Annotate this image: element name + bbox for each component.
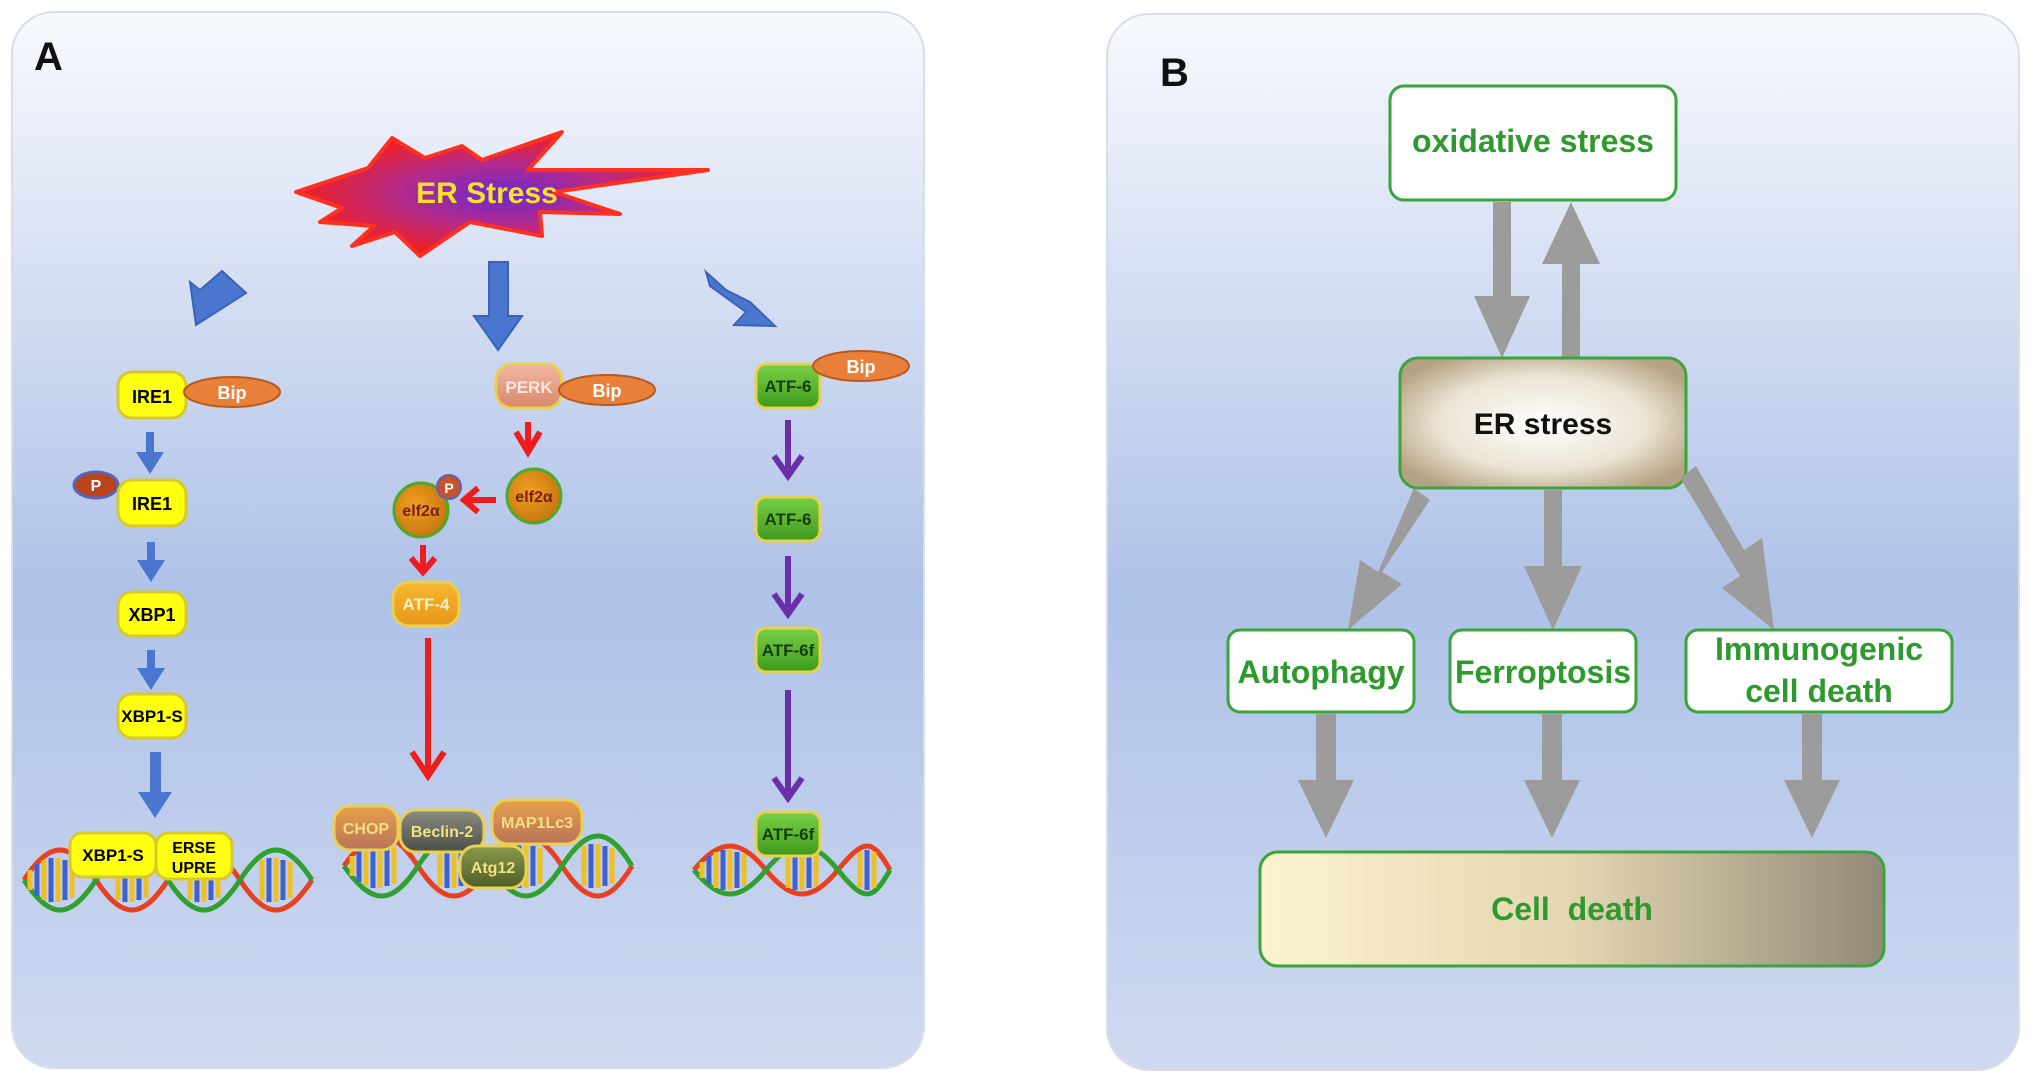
atf6f-box xyxy=(754,626,822,674)
ire1-p-label: IRE1 xyxy=(132,494,172,514)
perk-arrow-2 xyxy=(459,485,480,515)
arrow-er-to-autophagy xyxy=(1348,488,1430,630)
atf4-box xyxy=(391,580,461,628)
arrow-ferroptosis-to-death xyxy=(1524,714,1580,838)
perk-branch: PERK Bip elf2α elf2α P ATF-4 xyxy=(391,362,656,782)
arrow-to-ire1 xyxy=(188,269,248,327)
atf6-arrow-3 xyxy=(771,776,805,804)
arrow-er-to-ferroptosis xyxy=(1524,490,1582,630)
arrow-to-perk xyxy=(472,261,524,352)
er-stress-box xyxy=(1398,356,1688,490)
perk-arrow-1 xyxy=(513,430,543,458)
perk-arrow-4 xyxy=(409,750,447,782)
beclin2-label: Beclin-2 xyxy=(411,824,473,841)
erse-label: ERSE xyxy=(172,840,216,857)
immunogenic-label-line1: Immunogenic xyxy=(1715,631,1923,667)
atf6-2-box xyxy=(754,495,822,543)
arrow-autophagy-to-death xyxy=(1298,714,1354,838)
panel-a-label: A xyxy=(34,35,63,79)
xbp1s-label: XBP1-S xyxy=(121,707,182,726)
atf6-2-label: ATF-6 xyxy=(765,510,812,529)
atg12-label: Atg12 xyxy=(471,860,516,877)
atf6-arrow-1 xyxy=(771,454,805,482)
eif2a-phospho-label: P xyxy=(444,480,453,496)
ire1-bip-label: Bip xyxy=(218,383,247,403)
atf6-label: ATF-6 xyxy=(765,377,812,396)
er-stress-label: ER stress xyxy=(1474,408,1612,441)
atf6-bip-label: Bip xyxy=(847,357,876,377)
eif2a-label: elf2α xyxy=(515,489,553,506)
xbp1-box xyxy=(116,590,188,638)
ire1-arrow-2 xyxy=(137,542,165,582)
cell-death-box xyxy=(1258,850,1886,968)
ferroptosis-box xyxy=(1448,628,1638,714)
erse-upre-box xyxy=(154,831,234,881)
eif2a-p-circle xyxy=(392,481,450,539)
arrow-immunogenic-to-death xyxy=(1784,714,1840,838)
map1lc3-label: MAP1Lc3 xyxy=(501,815,573,832)
cell-death-label: Cell death xyxy=(1491,891,1653,927)
eif2a-circle xyxy=(505,467,563,525)
xbp1s-dna-label: XBP1-S xyxy=(82,846,143,865)
immunogenic-box xyxy=(1684,628,1954,714)
panel-b-label: B xyxy=(1160,51,1189,95)
chop-box xyxy=(332,804,400,852)
beclin2-box xyxy=(398,808,486,854)
arrow-er-to-oxidative xyxy=(1542,202,1600,358)
atf6-bip-ellipse xyxy=(812,350,910,382)
xbp1-label: XBP1 xyxy=(128,605,175,625)
atf6-branch: ATF-6 Bip ATF-6 ATF-6f xyxy=(754,350,910,804)
arrow-oxidative-to-er xyxy=(1474,202,1530,358)
upre-label: UPRE xyxy=(172,860,217,877)
atf4-label: ATF-4 xyxy=(403,595,450,614)
panel-a-background xyxy=(11,11,925,1069)
ire1-p-box xyxy=(116,478,188,528)
ire1-label: IRE1 xyxy=(132,387,172,407)
er-stress-burst: ER Stress xyxy=(294,130,710,258)
oxidative-stress-box xyxy=(1388,84,1678,202)
perk-arrow-3 xyxy=(408,556,438,577)
atf6f-dna-box xyxy=(754,810,822,858)
ire1-branch: IRE1 Bip P IRE1 XBP1 XBP1-S xyxy=(72,370,281,818)
eif2a-p-label: elf2α xyxy=(402,503,440,520)
ferroptosis-label: Ferroptosis xyxy=(1455,654,1631,690)
autophagy-label: Autophagy xyxy=(1237,654,1404,690)
arrow-er-to-immunogenic xyxy=(1680,466,1774,630)
er-stress-title: ER Stress xyxy=(416,177,558,210)
immunogenic-label-line2: cell death xyxy=(1745,673,1893,709)
arrow-to-atf6 xyxy=(704,268,778,328)
ire1-arrow-1 xyxy=(136,432,164,474)
ire1-arrow-3 xyxy=(137,650,165,690)
perk-label: PERK xyxy=(505,378,553,397)
eif2a-phospho xyxy=(436,474,462,500)
xbp1s-box xyxy=(116,692,188,740)
chop-label: CHOP xyxy=(343,821,390,838)
atf6-box xyxy=(754,362,822,410)
oxidative-stress-label: oxidative stress xyxy=(1412,123,1654,159)
atg12-box xyxy=(458,844,528,890)
atf6f-dna-label: ATF-6f xyxy=(762,825,815,844)
perk-bip-label: Bip xyxy=(593,381,622,401)
perk-bip-ellipse xyxy=(558,374,656,406)
ire1-bip-ellipse xyxy=(183,376,281,408)
atf6-arrow-2 xyxy=(771,592,805,620)
atf6f-label: ATF-6f xyxy=(762,641,815,660)
autophagy-box xyxy=(1226,628,1416,714)
ire1-phospho-label: P xyxy=(91,478,102,495)
map1lc3-box xyxy=(490,798,584,846)
ire1-phospho xyxy=(72,470,120,500)
ire1-arrow-4 xyxy=(138,752,172,818)
